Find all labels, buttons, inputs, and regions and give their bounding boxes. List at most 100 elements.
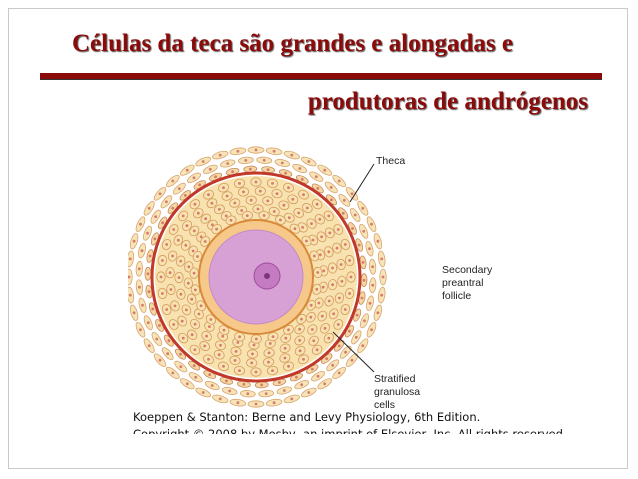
granulosa-cell-nucleus bbox=[316, 271, 320, 274]
granulosa-cell-nucleus bbox=[245, 214, 249, 217]
theca-cell-nucleus bbox=[350, 192, 354, 196]
granulosa-cell-nucleus bbox=[291, 197, 295, 201]
theca-cell-nucleus bbox=[151, 307, 155, 311]
granulosa-cell-nucleus bbox=[272, 210, 276, 213]
granulosa-cell-nucleus bbox=[190, 333, 194, 337]
figure-credit: Koeppen & Stanton: Berne and Levy Physio… bbox=[133, 410, 481, 424]
theca-cell-nucleus bbox=[370, 222, 373, 226]
granulosa-cell-nucleus bbox=[172, 228, 176, 231]
theca-cell-nucleus bbox=[225, 379, 228, 383]
theca-cell-nucleus bbox=[357, 243, 361, 247]
granulosa-cell-nucleus bbox=[298, 349, 302, 353]
granulosa-cell-nucleus bbox=[161, 292, 164, 295]
granulosa-cell-nucleus bbox=[284, 336, 288, 340]
theca-cell-nucleus bbox=[330, 198, 333, 202]
granulosa-cell-nucleus bbox=[236, 341, 240, 344]
label-granulosa-1: Stratified bbox=[374, 373, 416, 385]
granulosa-cell-nucleus bbox=[251, 352, 254, 356]
theca-cell-nucleus bbox=[371, 265, 374, 269]
granulosa-cell-nucleus bbox=[180, 319, 184, 323]
granulosa-cell-nucleus bbox=[196, 211, 200, 215]
theca-cell-nucleus bbox=[361, 344, 365, 348]
granulosa-cell-nucleus bbox=[222, 186, 225, 190]
granulosa-cell-nucleus bbox=[199, 304, 203, 308]
theca-cell-nucleus bbox=[290, 397, 294, 401]
theca-cell-nucleus bbox=[260, 383, 264, 387]
granulosa-cell-nucleus bbox=[240, 209, 244, 212]
granulosa-cell-nucleus bbox=[339, 263, 343, 266]
granulosa-cell-nucleus bbox=[309, 303, 313, 307]
granulosa-cell-nucleus bbox=[218, 207, 221, 211]
granulosa-cell-nucleus bbox=[256, 207, 260, 211]
theca-cell-nucleus bbox=[310, 367, 314, 371]
granulosa-cell-nucleus bbox=[332, 312, 336, 316]
granulosa-cell-nucleus bbox=[254, 337, 258, 341]
theca-cell-nucleus bbox=[158, 358, 162, 362]
granulosa-cell-nucleus bbox=[233, 201, 237, 205]
granulosa-cell-nucleus bbox=[191, 249, 195, 253]
granulosa-cell-nucleus bbox=[203, 344, 207, 348]
granulosa-cell-nucleus bbox=[311, 238, 315, 242]
theca-cell-nucleus bbox=[128, 257, 132, 261]
theca-cell-nucleus bbox=[381, 275, 385, 279]
granulosa-cell-nucleus bbox=[327, 250, 331, 254]
theca-cell-nucleus bbox=[137, 267, 141, 271]
follicle-figure: Theca Secondary preantral follicle Strat… bbox=[128, 140, 528, 435]
granulosa-cell-nucleus bbox=[187, 265, 191, 269]
granulosa-cell-nucleus bbox=[192, 271, 196, 275]
theca-cell-nucleus bbox=[325, 357, 329, 360]
theca-cell-nucleus bbox=[244, 159, 248, 162]
granulosa-cell-nucleus bbox=[283, 356, 287, 360]
granulosa-cell-nucleus bbox=[185, 308, 188, 312]
theca-cell-nucleus bbox=[139, 222, 142, 226]
granulosa-cell-nucleus bbox=[169, 288, 173, 291]
theca-cell-nucleus bbox=[351, 227, 354, 230]
granulosa-cell-nucleus bbox=[203, 240, 207, 243]
granulosa-cell-nucleus bbox=[310, 328, 314, 331]
theca-cell-nucleus bbox=[337, 344, 341, 348]
granulosa-cell-nucleus bbox=[254, 180, 258, 184]
granulosa-cell-nucleus bbox=[184, 243, 188, 247]
granulosa-cell-nucleus bbox=[287, 364, 290, 368]
granulosa-cell-nucleus bbox=[268, 342, 272, 345]
granulosa-cell-nucleus bbox=[287, 216, 291, 220]
theca-cell-nucleus bbox=[140, 249, 144, 253]
granulosa-cell-nucleus bbox=[181, 336, 185, 340]
theca-cell-nucleus bbox=[354, 335, 358, 339]
theca-cell-nucleus bbox=[371, 283, 375, 287]
theca-cell-nucleus bbox=[350, 358, 354, 362]
theca-cell-nucleus bbox=[368, 247, 371, 251]
theca-cell-nucleus bbox=[171, 179, 175, 183]
granulosa-cell-nucleus bbox=[321, 285, 325, 289]
granulosa-cell-nucleus bbox=[173, 304, 177, 308]
theca-cell-nucleus bbox=[337, 179, 341, 183]
granulosa-cell-nucleus bbox=[310, 222, 313, 225]
granulosa-cell-nucleus bbox=[192, 229, 196, 233]
granulosa-cell-nucleus bbox=[266, 199, 270, 203]
granulosa-cell-nucleus bbox=[221, 334, 225, 338]
granulosa-cell-nucleus bbox=[349, 275, 353, 279]
theca-cell-nucleus bbox=[264, 392, 268, 395]
granulosa-cell-nucleus bbox=[279, 218, 282, 222]
theca-cell-nucleus bbox=[246, 392, 250, 396]
granulosa-cell-nucleus bbox=[168, 271, 172, 275]
theca-cell-nucleus bbox=[165, 200, 168, 204]
granulosa-cell-nucleus bbox=[267, 360, 270, 364]
theca-leader-line bbox=[349, 163, 375, 203]
granulosa-cell-nucleus bbox=[318, 253, 322, 257]
title-divider bbox=[40, 73, 602, 80]
theca-cell-nucleus bbox=[158, 192, 162, 196]
figure-copyright: Copyright © 2008 by Mosby, an imprint of… bbox=[133, 427, 567, 434]
granulosa-cell-nucleus bbox=[298, 327, 301, 331]
theca-cell-nucleus bbox=[147, 344, 151, 348]
theca-cell-nucleus bbox=[236, 149, 240, 153]
theca-cell-nucleus bbox=[342, 198, 346, 202]
granulosa-cell-nucleus bbox=[312, 254, 316, 258]
theca-cell-nucleus bbox=[146, 321, 150, 325]
granulosa-cell-nucleus bbox=[194, 288, 197, 292]
theca-cell-nucleus bbox=[300, 178, 304, 181]
granulosa-cell-nucleus bbox=[177, 276, 181, 279]
granulosa-cell-nucleus bbox=[207, 357, 210, 361]
theca-cell-nucleus bbox=[266, 168, 270, 172]
granulosa-cell-nucleus bbox=[185, 224, 189, 228]
